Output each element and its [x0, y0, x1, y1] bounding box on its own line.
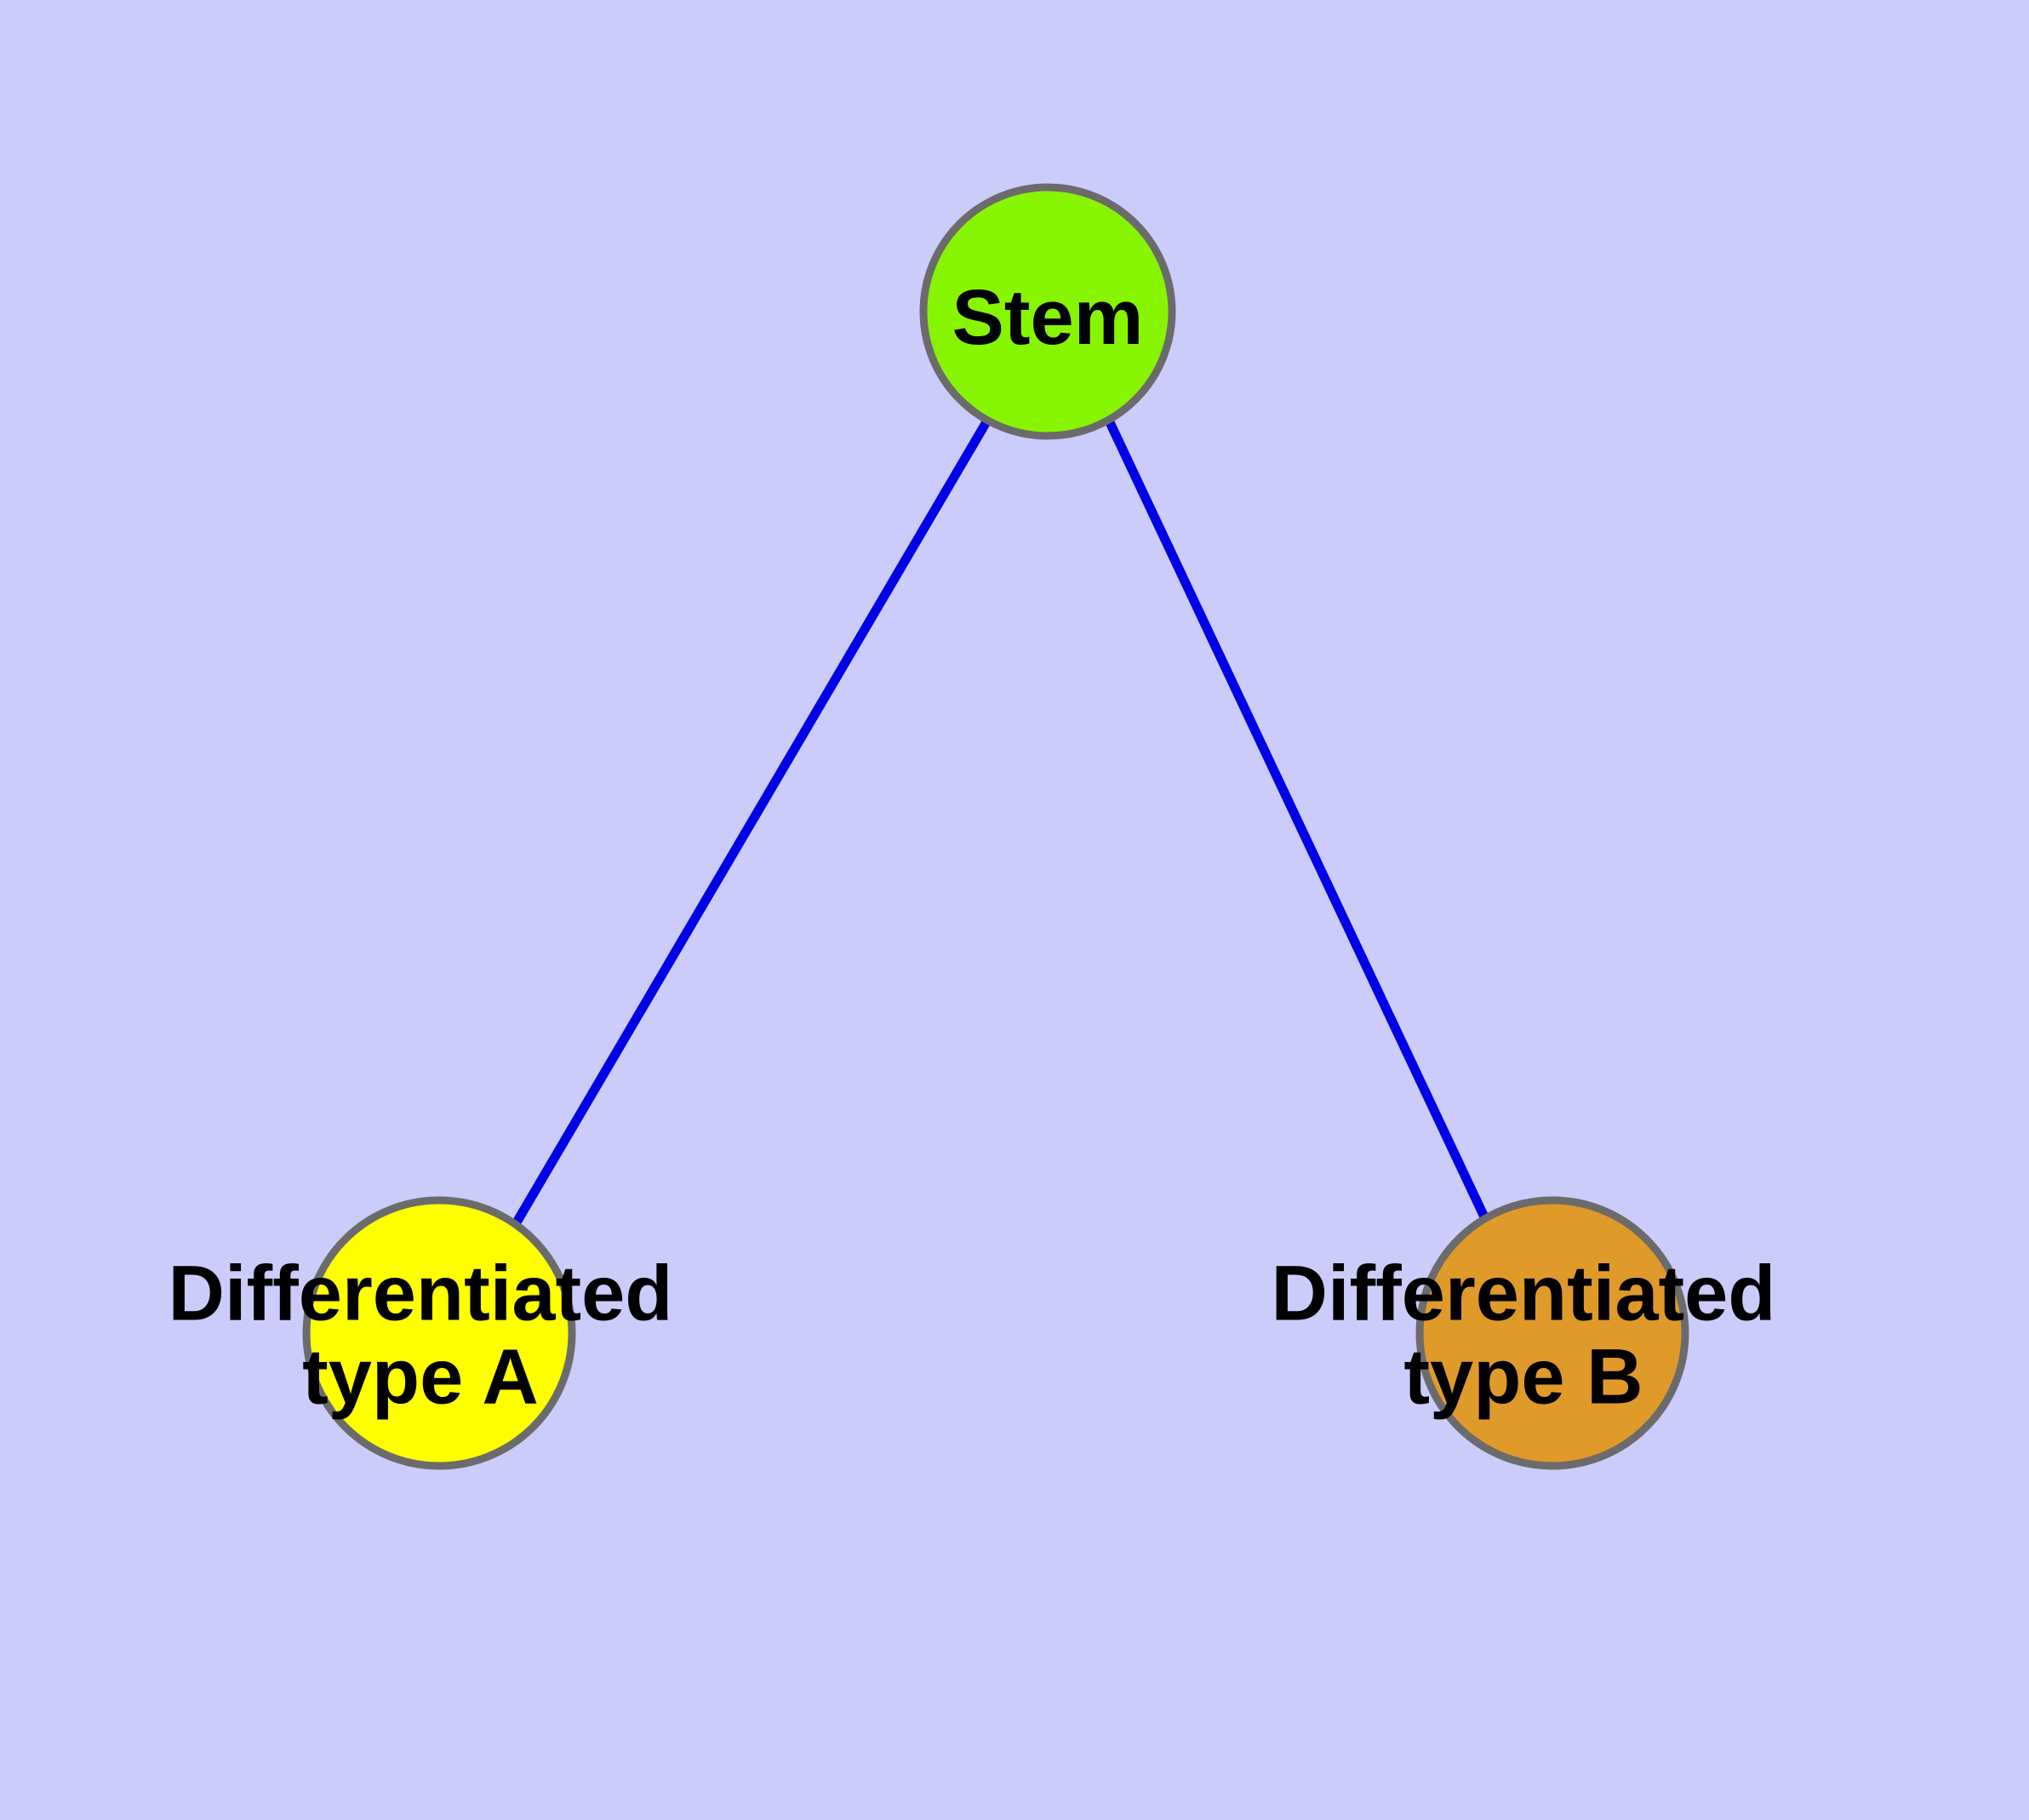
node-diff-a[interactable] [302, 1196, 576, 1470]
edge-stem-diff-b [1105, 418, 1492, 1227]
node-diff-b[interactable] [1415, 1196, 1689, 1470]
node-stem[interactable] [919, 183, 1176, 440]
edges-group [510, 418, 1492, 1229]
nodes-group [302, 183, 1689, 1470]
edge-stem-diff-a [510, 418, 992, 1229]
